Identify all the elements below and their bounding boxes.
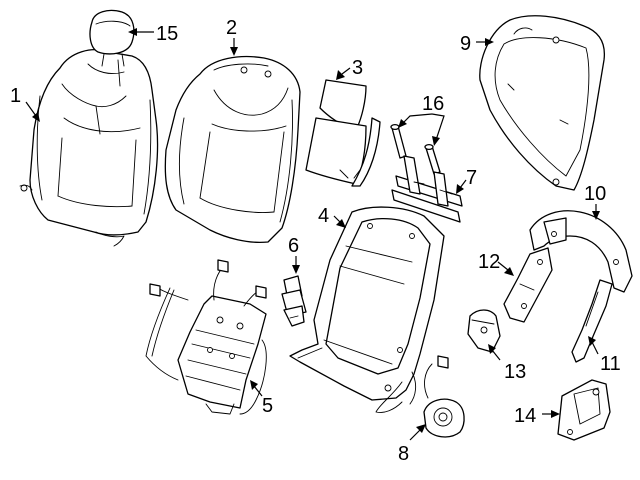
callout-13: 13 <box>504 361 526 383</box>
callout-4: 4 <box>318 205 329 227</box>
callout-11: 11 <box>600 353 621 375</box>
part-8-sensor-disc <box>423 355 465 438</box>
part-1-seat-back-cover <box>19 49 159 247</box>
callout-14: 14 <box>514 405 536 427</box>
callout-labels: 1 15 2 3 16 7 9 4 6 5 8 10 12 11 13 14 <box>10 17 621 465</box>
callout-16: 16 <box>422 93 444 115</box>
callout-9: 9 <box>460 33 471 55</box>
callout-1: 1 <box>10 85 21 107</box>
callout-5: 5 <box>262 395 273 417</box>
callout-15: 15 <box>156 23 178 45</box>
callout-6: 6 <box>288 235 299 257</box>
leader-lines <box>25 28 600 441</box>
callout-3: 3 <box>352 57 363 79</box>
part-4-seat-back-frame <box>289 206 445 413</box>
part-16-guide-pins <box>390 123 441 175</box>
part-7-headrest-guide-bracket <box>391 155 463 223</box>
callout-8: 8 <box>398 443 409 465</box>
part-11-side-bar <box>571 279 613 363</box>
part-6-connector <box>281 275 307 327</box>
callout-7: 7 <box>466 167 477 189</box>
part-2-seat-back-pad <box>164 55 301 244</box>
callout-12: 12 <box>478 251 500 273</box>
callout-2: 2 <box>226 17 237 39</box>
callout-10: 10 <box>584 183 606 205</box>
part-13-bracket <box>467 309 501 353</box>
part-3-pad-insert <box>305 79 381 187</box>
part-10-upper-trim <box>529 210 633 293</box>
part-12-side-trim <box>503 247 553 323</box>
part-9-rear-panel <box>479 15 606 191</box>
part-5-lumbar-assembly <box>145 259 267 415</box>
part-14-trim-cover <box>557 379 611 441</box>
part-15-headrest <box>89 9 135 67</box>
